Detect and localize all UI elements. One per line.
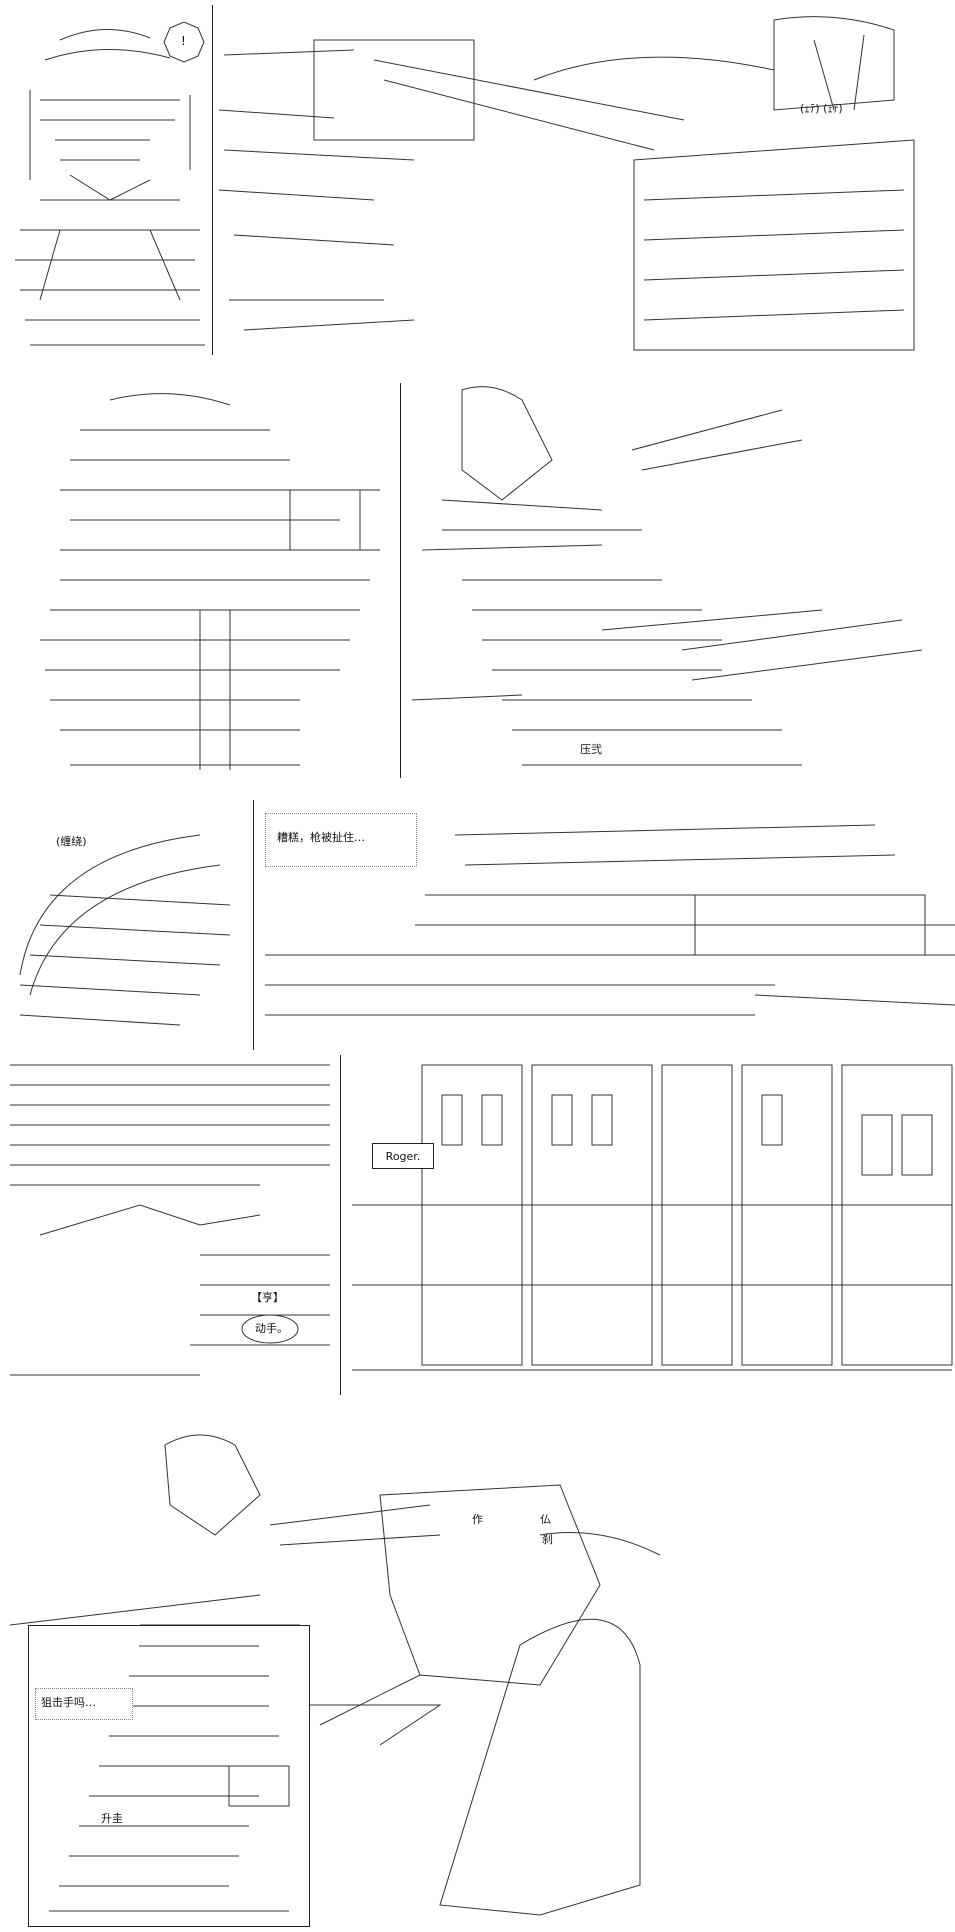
grab-art xyxy=(265,824,955,1016)
panel-6: 糟糕，枪被扯住… xyxy=(255,795,955,1045)
speech-bubble: 动手。 xyxy=(255,1322,288,1335)
sfx-label-3: 刹 xyxy=(542,1533,553,1546)
caption-text: 糟糕，枪被扯住… xyxy=(277,831,365,844)
panel-11: 狙击手吗… 升圭 xyxy=(28,1625,310,1927)
sfx-label-1: 仏 xyxy=(540,1513,551,1526)
exclaim-bubble: ! xyxy=(181,34,186,48)
roger-sign: Roger. xyxy=(372,1143,434,1169)
panel-4: 压弐 xyxy=(402,380,955,780)
panel-8: 【亨】 动手。 xyxy=(0,1055,340,1395)
panel-2: (ｪﾃ) (ｪﾃ) xyxy=(214,0,955,360)
panel-divider xyxy=(340,1055,341,1395)
panel-5: (缠绕) xyxy=(0,795,245,1045)
sfx-label: 升圭 xyxy=(101,1812,123,1825)
sniper-art xyxy=(49,1645,290,1912)
character-gun-art xyxy=(40,393,380,770)
panel-3 xyxy=(0,380,400,780)
panel-9: Roger. xyxy=(342,1055,955,1395)
wrap-sfx-bubble: (缠绕) xyxy=(56,835,87,848)
shadow-hatch-art xyxy=(10,1064,330,1376)
caption-box xyxy=(35,1688,133,1720)
arm-wrap-art xyxy=(19,834,231,1026)
panel-divider xyxy=(400,383,401,778)
caption-box xyxy=(265,813,417,867)
speech-bubble-shape xyxy=(241,1314,299,1344)
speed-lines-art xyxy=(218,16,915,351)
panel-1: ! xyxy=(0,0,212,360)
panel-divider xyxy=(253,800,254,1050)
figure-speed-art xyxy=(411,386,923,766)
building-art xyxy=(352,1064,953,1371)
sfx-label: 压弐 xyxy=(580,743,602,756)
caption-text: 狙击手吗… xyxy=(41,1696,96,1709)
sfx-label-2: 作 xyxy=(472,1513,483,1526)
panel-divider xyxy=(212,5,213,355)
tag-label: 【亨】 xyxy=(251,1291,284,1304)
exclaim-bubble-shape xyxy=(163,21,205,63)
sfx-label: (ｪﾃ) (ｪﾃ) xyxy=(800,102,843,115)
character-art xyxy=(15,29,205,346)
